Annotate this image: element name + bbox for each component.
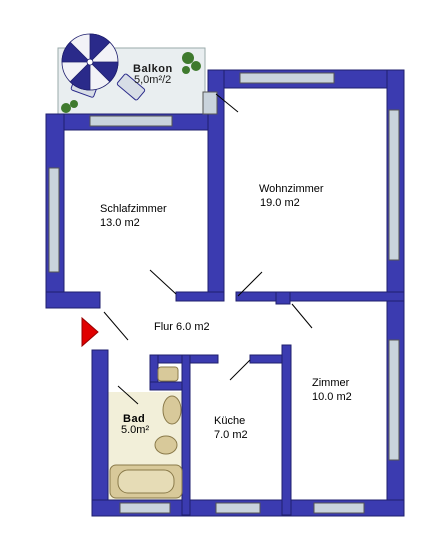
schlafzimmer-area: 13.0 m2 — [100, 217, 140, 229]
windows — [48, 72, 400, 514]
schlafzimmer-name: Schlafzimmer — [100, 203, 167, 215]
walls — [45, 69, 405, 517]
entrance-arrow-icon — [81, 316, 99, 348]
wohnzimmer-name: Wohnzimmer — [259, 183, 324, 195]
washbasin — [162, 395, 182, 425]
bad-name: Bad — [123, 413, 146, 425]
bad-area: 5.0m² — [121, 424, 150, 436]
balkon-name: Balkon — [133, 63, 173, 75]
plant-icon — [61, 52, 201, 113]
zimmer-name: Zimmer — [312, 377, 350, 389]
wohnzimmer-area: 19.0 m2 — [260, 197, 300, 209]
bath-fixtures — [109, 366, 183, 499]
kueche-name: Küche — [214, 415, 246, 427]
kueche-area: 7.0 m2 — [214, 429, 248, 441]
balkon-area: 5,0m²/2 — [134, 74, 172, 86]
door-swings — [103, 93, 313, 405]
toilet — [154, 435, 178, 455]
parasol-icon — [61, 33, 119, 91]
flur-label: Flur 6.0 m2 — [154, 321, 210, 333]
zimmer-area: 10.0 m2 — [312, 391, 352, 403]
